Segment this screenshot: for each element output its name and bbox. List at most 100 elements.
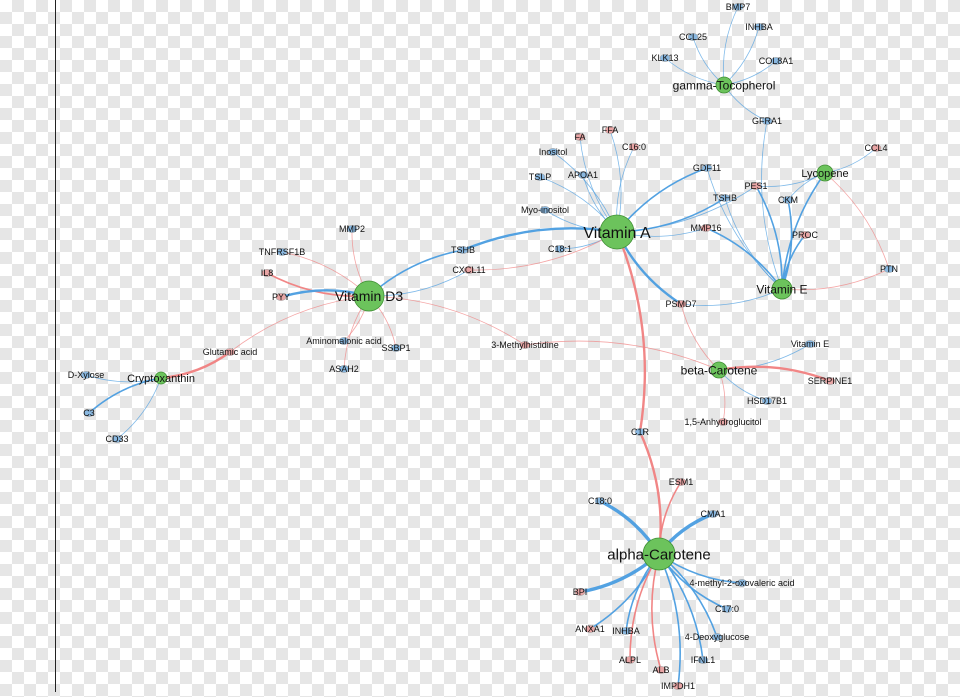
node-label-il8: IL8 [261, 268, 274, 278]
node-marker-ccl25 [687, 33, 699, 41]
node-label-gdf11: GDF11 [693, 163, 721, 173]
edge-bcar-Methylhist [524, 340, 720, 371]
node-marker-c1r [634, 428, 646, 436]
node-label-ifnl1: IFNL1 [691, 655, 716, 665]
node-label-ccl25: CCL25 [679, 32, 707, 42]
node-marker-tshb2 [457, 246, 469, 254]
node-label-c180: C18:0 [588, 496, 612, 506]
hub-node-lyco [816, 164, 834, 182]
node-marker-asah2 [338, 365, 350, 373]
node-label-gfra1: GFRA1 [752, 116, 782, 126]
node-label-bpi: BPI [573, 587, 588, 597]
node-label-inhba1: INHBA [745, 22, 773, 32]
node-marker-impdh1 [672, 682, 684, 690]
node-marker-c181 [554, 245, 566, 253]
hub-label-lyco: Lycopene [801, 168, 848, 180]
node-label-ffa: FFA [602, 125, 619, 135]
node-label-mmp2: MMP2 [339, 224, 365, 234]
node-label-serpine1: SERPINE1 [808, 376, 853, 386]
hub-label-vite: Vitamin E [756, 282, 807, 296]
node-label-psmd7: PSMD7 [665, 299, 696, 309]
node-marker-ptn [883, 265, 895, 273]
node-marker-c3 [83, 409, 95, 417]
node-label-impdh1: IMPDH1 [661, 681, 695, 691]
node-marker-glutamic [224, 348, 236, 356]
node-label-ckm: CKM [778, 195, 798, 205]
node-marker-klk13 [659, 54, 671, 62]
edge-gtoc-BMP7 [722, 6, 739, 86]
node-marker-deoxyglucose [711, 633, 723, 641]
node-label-klk13: KLK13 [651, 53, 678, 63]
node-marker-esm1 [675, 478, 687, 486]
edge-lyco-vitE [781, 172, 826, 290]
left-border-line [55, 0, 56, 692]
hub-node-vite [771, 278, 793, 300]
edge-vitE-GFRA1 [761, 120, 783, 290]
node-marker-methylhist [519, 341, 531, 349]
node-label-alb: ALB [652, 665, 669, 675]
node-label-viteleaf: Vitamin E [791, 339, 829, 349]
edge-acar-ALB [651, 553, 662, 671]
hub-node-vitd3 [353, 280, 385, 312]
hub-node-acar [642, 537, 676, 571]
hub-node-gtoc [715, 76, 733, 94]
node-marker-ffa [604, 126, 616, 134]
node-label-esm1: ESM1 [669, 477, 694, 487]
node-marker-tslp [534, 173, 546, 181]
node-label-pyy: PYY [272, 292, 290, 302]
node-label-tshb2: TSHB [451, 245, 475, 255]
hub-label-cryp: Cryptoxanthin [127, 373, 195, 385]
node-label-c181: C18:1 [548, 244, 572, 254]
node-layer [80, 3, 895, 690]
node-marker-aminomalonic [338, 337, 350, 345]
node-label-methyloxo: 4-methyl-2-oxovaleric acid [689, 578, 794, 588]
node-label-pes1: PES1 [744, 181, 767, 191]
node-label-tnfrsf1b: TNFRSF1B [259, 247, 306, 257]
node-marker-anxa1 [584, 625, 596, 633]
node-label-apoa1: APOA1 [568, 170, 598, 180]
hub-node-cryp [154, 371, 168, 385]
node-label-c160: C16:0 [622, 142, 646, 152]
hub-label-bcar: beta-Carotene [681, 363, 758, 377]
node-marker-cd33 [111, 435, 123, 443]
edge-cryp-Glutamic [160, 351, 231, 380]
node-marker-inositol [547, 148, 559, 156]
node-label-asah2: ASAH2 [329, 364, 359, 374]
node-marker-il8 [261, 269, 273, 277]
node-marker-methyloxo [736, 579, 748, 587]
node-label-fa: FA [574, 132, 585, 142]
node-marker-cxcl11 [463, 266, 475, 274]
node-marker-col8a1 [770, 57, 782, 65]
node-marker-fa [574, 133, 586, 141]
hub-label-vitd3: Vitamin D3 [335, 288, 403, 304]
node-label-methylhist: 3-Methylhistidine [491, 340, 559, 350]
node-marker-myoinositol [539, 206, 551, 214]
node-label-proc: PROC [792, 230, 819, 240]
node-marker-anhydro [717, 418, 729, 426]
node-marker-cma1 [707, 510, 719, 518]
edge-gtoc-INHBA1 [723, 26, 760, 86]
node-marker-c160 [628, 143, 640, 151]
edge-vitE-PSMD7 [680, 288, 783, 306]
node-label-cd33: CD33 [105, 434, 128, 444]
node-marker-c180 [594, 497, 606, 505]
node-marker-bmp7 [732, 3, 744, 11]
node-marker-ssbp1 [390, 344, 402, 352]
edge-cryp-C3 [88, 377, 162, 414]
node-marker-inhba1 [753, 23, 765, 31]
edge-vitD3-Methylhist [368, 295, 526, 346]
edge-vitE-PTN [781, 268, 890, 291]
node-label-inositol: Inositol [539, 147, 568, 157]
node-label-tslp: TSLP [529, 172, 552, 182]
node-marker-pyy [275, 293, 287, 301]
hub-label-acar: alpha-Carotene [607, 546, 710, 563]
hub-node-bcar [710, 361, 728, 379]
node-label-glutamic: Glutamic acid [203, 347, 258, 357]
node-label-c170: C17:0 [715, 604, 739, 614]
hub-label-vita: Vitamin A [583, 225, 651, 242]
node-marker-ccl4 [870, 144, 882, 152]
node-label-cma1: CMA1 [700, 509, 725, 519]
edge-vitA-CXCL11 [468, 231, 618, 271]
node-marker-tshb1 [719, 194, 731, 202]
